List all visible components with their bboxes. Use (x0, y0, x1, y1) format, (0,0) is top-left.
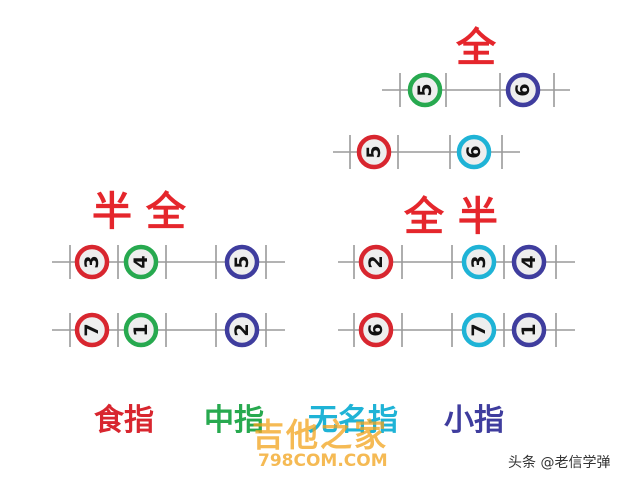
note-pinky-4: 4 (511, 244, 547, 280)
watermark-logo: 吉他之家 (252, 416, 389, 454)
note-circle (356, 134, 392, 170)
note-middle-4: 4 (123, 244, 159, 280)
note-number: 5 (363, 145, 385, 158)
note-index-6: 6 (358, 312, 394, 348)
note-number: 6 (512, 83, 534, 96)
note-circle (74, 312, 110, 348)
note-middle-1: 1 (123, 312, 159, 348)
note-pinky-6: 6 (505, 72, 541, 108)
note-circle (461, 244, 497, 280)
note-middle-5: 5 (407, 72, 443, 108)
left-row-1: 3 4 5 (52, 244, 285, 280)
note-circle (358, 312, 394, 348)
note-circle (123, 244, 159, 280)
note-circle (456, 134, 492, 170)
note-pinky-2: 2 (224, 312, 260, 348)
legend-middle-finger: 中指 (204, 403, 264, 438)
right-row-1: 2 3 4 (338, 244, 575, 280)
note-circle (511, 312, 547, 348)
note-ring-6: 6 (456, 134, 492, 170)
note-circle (505, 72, 541, 108)
note-circle (358, 244, 394, 280)
note-circle (224, 244, 260, 280)
title-top: 全 (456, 25, 496, 71)
note-circle (224, 312, 260, 348)
note-number: 4 (518, 255, 540, 268)
note-circle (511, 244, 547, 280)
note-number: 6 (463, 145, 485, 158)
source-credit: 头条 @老信学弹 (508, 455, 611, 471)
note-number: 2 (365, 255, 387, 268)
note-ring-7: 7 (461, 312, 497, 348)
left-row-2: 7 1 2 (52, 312, 285, 348)
note-number: 4 (130, 255, 152, 268)
note-index-5: 5 (356, 134, 392, 170)
note-number: 7 (468, 323, 490, 336)
note-number: 7 (81, 323, 103, 336)
note-number: 3 (468, 255, 490, 268)
legend-ring-finger: 无名指 (308, 403, 398, 438)
note-pinky-5: 5 (224, 244, 260, 280)
note-ring-3: 3 (461, 244, 497, 280)
note-number: 3 (81, 255, 103, 268)
note-circle (74, 244, 110, 280)
note-circle (123, 312, 159, 348)
legend-index-finger: 食指 (94, 403, 154, 438)
note-number: 6 (365, 323, 387, 336)
note-pinky-1: 1 (511, 312, 547, 348)
note-number: 1 (130, 323, 152, 336)
note-number: 2 (231, 323, 253, 336)
title-left: 半 全 (92, 189, 186, 235)
title-right: 全 半 (404, 194, 498, 240)
note-number: 5 (414, 83, 436, 96)
note-number: 1 (518, 323, 540, 336)
watermark-url: 798COM.COM (258, 451, 388, 471)
note-index-7: 7 (74, 312, 110, 348)
note-circle (461, 312, 497, 348)
right-row-2: 6 7 1 (338, 312, 575, 348)
legend-pinky-finger: 小指 (444, 403, 504, 438)
note-number: 5 (231, 255, 253, 268)
note-index-3: 3 (74, 244, 110, 280)
note-index-2: 2 (358, 244, 394, 280)
note-circle (407, 72, 443, 108)
